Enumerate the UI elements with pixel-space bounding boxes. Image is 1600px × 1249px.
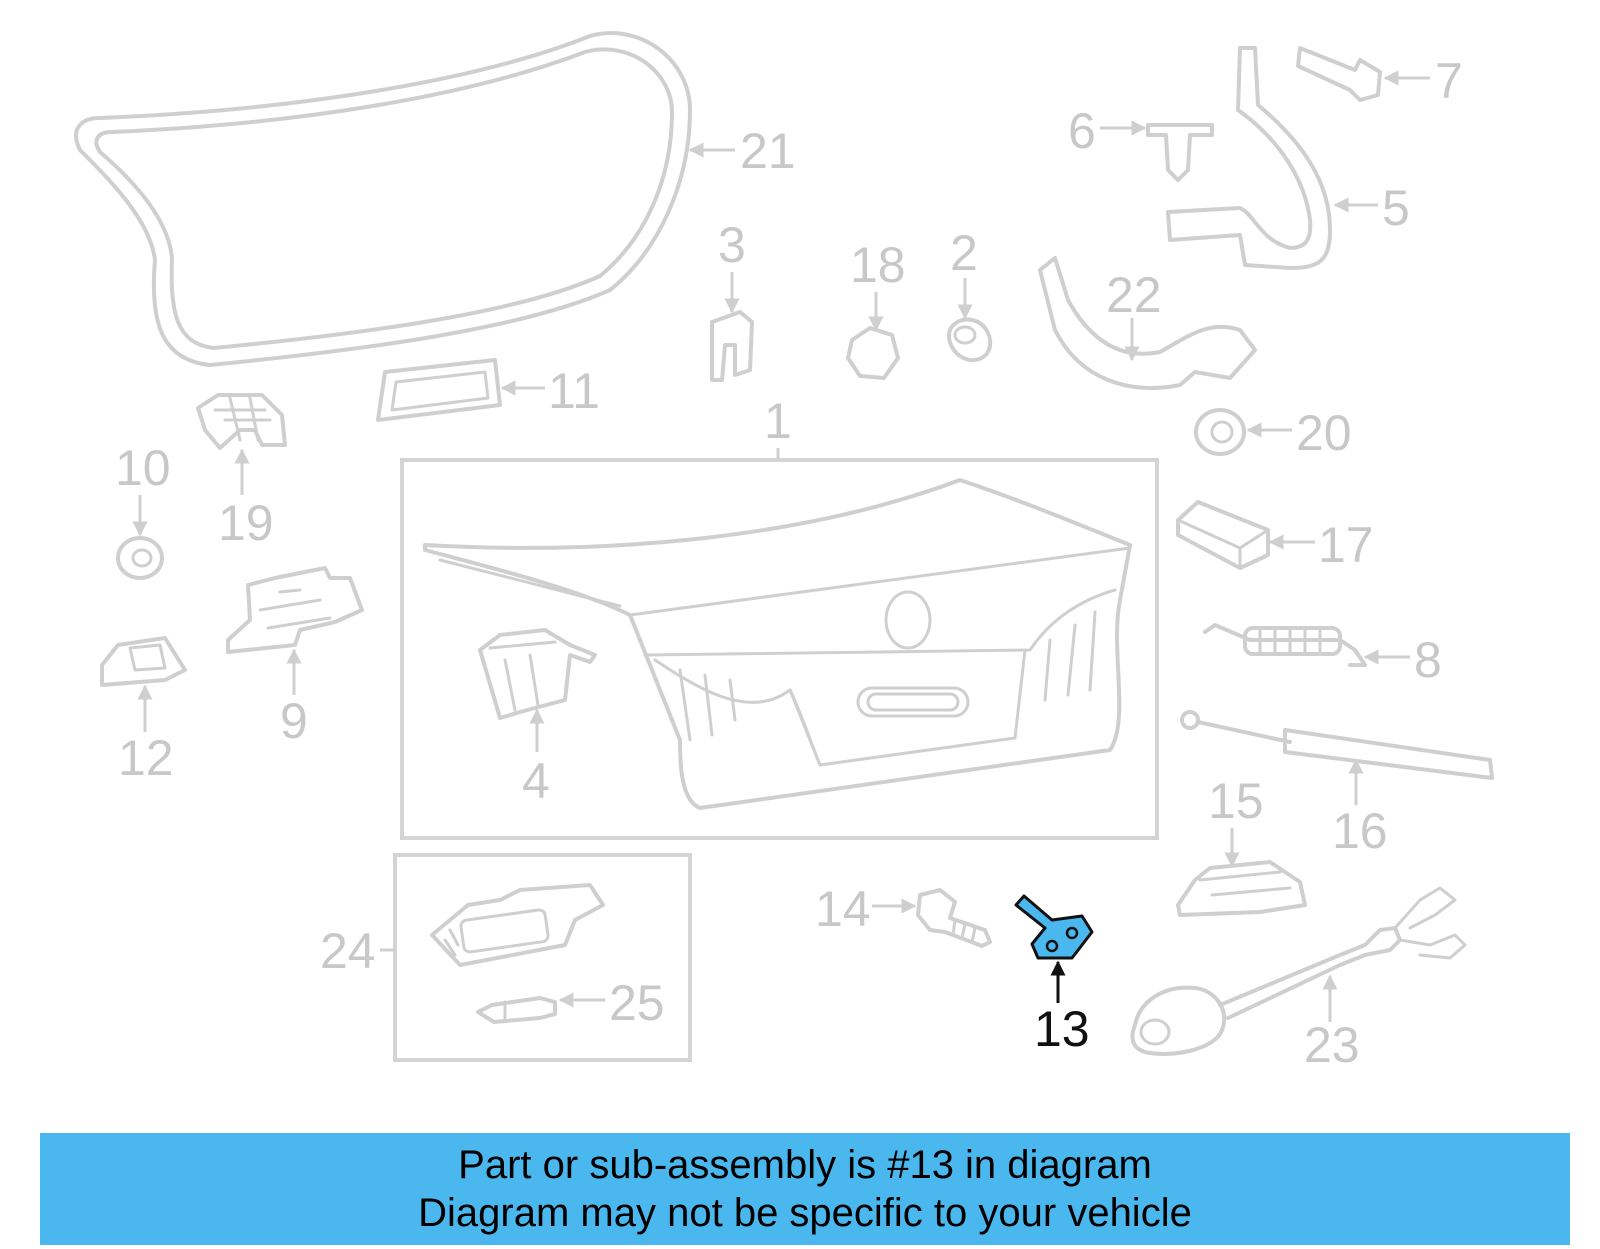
part-5-hinge[interactable]: [1166, 46, 1332, 270]
callout-22: 22: [1106, 267, 1162, 362]
label-3: 3: [718, 217, 746, 273]
part-18-nut[interactable]: [846, 326, 900, 380]
part-9-latch[interactable]: [226, 566, 364, 654]
callout-23: 23: [1304, 974, 1360, 1073]
label-19: 19: [218, 495, 274, 551]
callout-2: 2: [950, 225, 978, 320]
label-21: 21: [740, 123, 796, 179]
part-14-bolt[interactable]: [916, 888, 992, 948]
label-13: 13: [1034, 1001, 1090, 1057]
label-11: 11: [548, 363, 600, 419]
label-10: 10: [115, 440, 171, 496]
part-21-weatherstrip[interactable]: [74, 31, 692, 367]
label-6: 6: [1068, 103, 1096, 159]
label-24: 24: [320, 923, 376, 979]
label-17: 17: [1318, 517, 1374, 573]
callout-11: 11: [500, 363, 600, 419]
part-17-pad[interactable]: [1176, 500, 1270, 570]
part-8-spring[interactable]: [1203, 623, 1367, 667]
banner-line-1: Part or sub-assembly is #13 in diagram: [458, 1143, 1152, 1187]
callout-7: 7: [1383, 53, 1463, 109]
callout-15: 15: [1208, 773, 1264, 868]
part-10-grommet[interactable]: [116, 536, 164, 580]
part-15-lamp[interactable]: [1176, 860, 1307, 917]
callout-19: 19: [218, 448, 274, 551]
info-banner: Part or sub-assembly is #13 in diagram D…: [40, 1133, 1570, 1245]
part-19-bracket[interactable]: [196, 393, 287, 450]
callout-6: 6: [1068, 103, 1147, 159]
part-11-plate[interactable]: [376, 358, 502, 422]
label-18: 18: [850, 237, 906, 293]
callout-1: 1: [764, 393, 792, 460]
banner-line-2: Diagram may not be specific to your vehi…: [418, 1191, 1192, 1235]
part-7-screw[interactable]: [1296, 46, 1382, 102]
label-4: 4: [522, 753, 550, 809]
label-20: 20: [1296, 405, 1352, 461]
callout-25: 25: [558, 975, 665, 1031]
label-8: 8: [1414, 632, 1442, 688]
label-9: 9: [280, 693, 308, 749]
callout-5: 5: [1333, 180, 1410, 236]
callout-10: 10: [115, 440, 171, 537]
part-20-grommet[interactable]: [1194, 408, 1246, 456]
label-5: 5: [1382, 180, 1410, 236]
callout-8: 8: [1363, 632, 1442, 688]
callout-14: 14: [815, 881, 917, 937]
part-6-clip[interactable]: [1146, 123, 1214, 182]
label-23: 23: [1304, 1017, 1360, 1073]
part-2-bumper[interactable]: [947, 317, 993, 363]
callout-13: 13: [1034, 960, 1090, 1057]
part-13-striker[interactable]: [1014, 894, 1094, 960]
label-7: 7: [1435, 53, 1463, 109]
label-15: 15: [1208, 773, 1264, 829]
part-23-camera[interactable]: [1130, 886, 1467, 1056]
callout-24: 24: [320, 923, 395, 979]
callout-20: 20: [1246, 405, 1352, 461]
label-16: 16: [1332, 803, 1388, 859]
part-1-trunk-lid[interactable]: [400, 458, 1159, 840]
callout-12: 12: [118, 684, 174, 786]
callout-16: 16: [1332, 758, 1388, 859]
callout-3: 3: [718, 217, 746, 314]
callout-4: 4: [522, 708, 550, 809]
callout-18: 18: [850, 237, 906, 332]
label-1: 1: [764, 393, 792, 449]
part-16-strut[interactable]: [1180, 710, 1494, 780]
label-25: 25: [609, 975, 665, 1031]
callout-17: 17: [1268, 517, 1374, 573]
callout-21: 21: [688, 123, 796, 179]
label-2: 2: [950, 225, 978, 281]
parts-diagram: 21 11 3 18 2 6: [74, 31, 1494, 1073]
part-22-hinge[interactable]: [1038, 256, 1257, 390]
label-22: 22: [1106, 267, 1162, 323]
part-24-lamp-box[interactable]: [393, 853, 692, 1062]
part-25-bulb[interactable]: [476, 996, 557, 1024]
label-12: 12: [118, 730, 174, 786]
part-3-clip[interactable]: [710, 310, 754, 382]
label-14: 14: [815, 881, 871, 937]
callout-9: 9: [280, 648, 308, 749]
part-4-bracket[interactable]: [478, 628, 597, 720]
part-12-switch[interactable]: [100, 636, 187, 687]
